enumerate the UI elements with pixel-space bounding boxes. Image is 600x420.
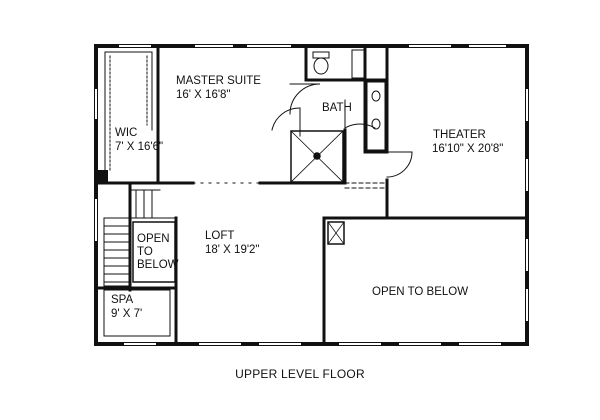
room-size: 7' X 16'6": [115, 141, 164, 153]
room-size: 16' X 16'8": [176, 89, 231, 101]
room-name: BATH: [322, 102, 352, 114]
stairs: [103, 189, 177, 287]
spa-tub: [103, 289, 171, 337]
room-size: 9' X 7': [111, 308, 143, 320]
interior-walls: [94, 46, 529, 344]
beams: [192, 182, 388, 189]
chase: [327, 221, 345, 245]
wic-shelves: [104, 51, 153, 176]
room-size: 16'10" X 20'8": [432, 143, 504, 155]
windows: [95, 45, 528, 345]
room-wic: WIC 7' X 16'6": [115, 126, 163, 154]
label-line: BELOW: [137, 259, 179, 271]
room-spa: SPA 9' X 7': [111, 293, 142, 321]
room-size: 18' X 19'2": [205, 244, 260, 256]
room-open-to-below-small: OPEN TO BELOW: [137, 233, 179, 272]
vanity: [366, 81, 386, 151]
linen-closet: [351, 49, 365, 79]
plan-title: UPPER LEVEL FLOOR: [235, 367, 365, 381]
room-master-suite: MASTER SUITE 16' X 16'8": [176, 74, 261, 102]
room-name: WIC: [115, 127, 138, 139]
room-name: OPEN TO BELOW: [372, 286, 469, 298]
wic-column: [98, 170, 108, 182]
label-line: TO: [137, 246, 153, 258]
exterior-walls: [94, 44, 529, 346]
room-open-to-below-large: OPEN TO BELOW: [372, 285, 468, 299]
room-name: LOFT: [205, 230, 235, 242]
door-swings: [271, 83, 413, 178]
open-below-small-box: [132, 221, 176, 283]
shower: [290, 130, 344, 183]
room-name: SPA: [111, 294, 134, 306]
room-name: MASTER SUITE: [176, 75, 261, 87]
toilet: [312, 51, 330, 75]
room-theater: THEATER 16'10" X 20'8": [432, 128, 503, 156]
room-name: THEATER: [433, 129, 486, 141]
room-bath: BATH: [322, 101, 352, 115]
room-loft: LOFT 18' X 19'2": [205, 229, 260, 257]
label-line: OPEN: [137, 233, 170, 245]
